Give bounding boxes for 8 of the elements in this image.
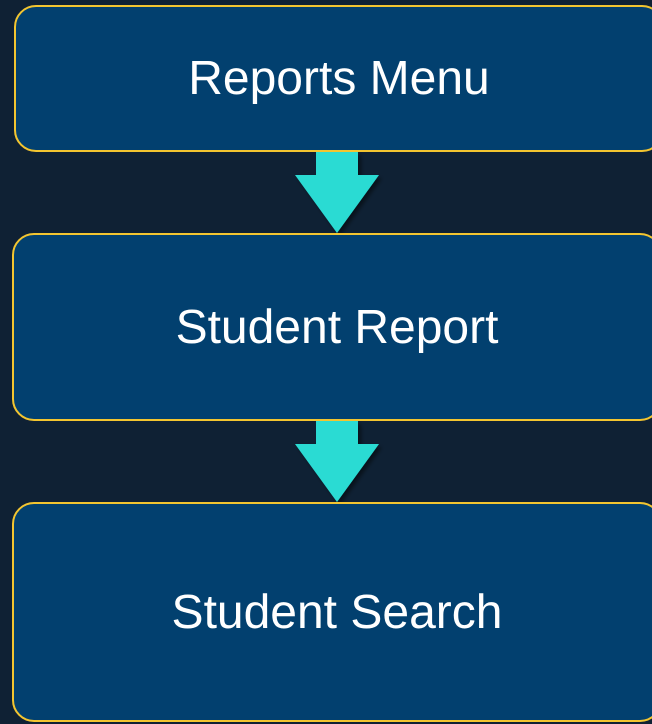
block-arrow — [295, 421, 379, 502]
box-label: Student Report — [176, 300, 498, 354]
process-box — [12, 502, 652, 722]
block-arrow — [295, 152, 379, 233]
process-box — [14, 5, 652, 152]
box-label: Student Search — [172, 584, 502, 640]
process-box — [12, 233, 652, 421]
box-label: Reports Menu — [188, 51, 490, 106]
